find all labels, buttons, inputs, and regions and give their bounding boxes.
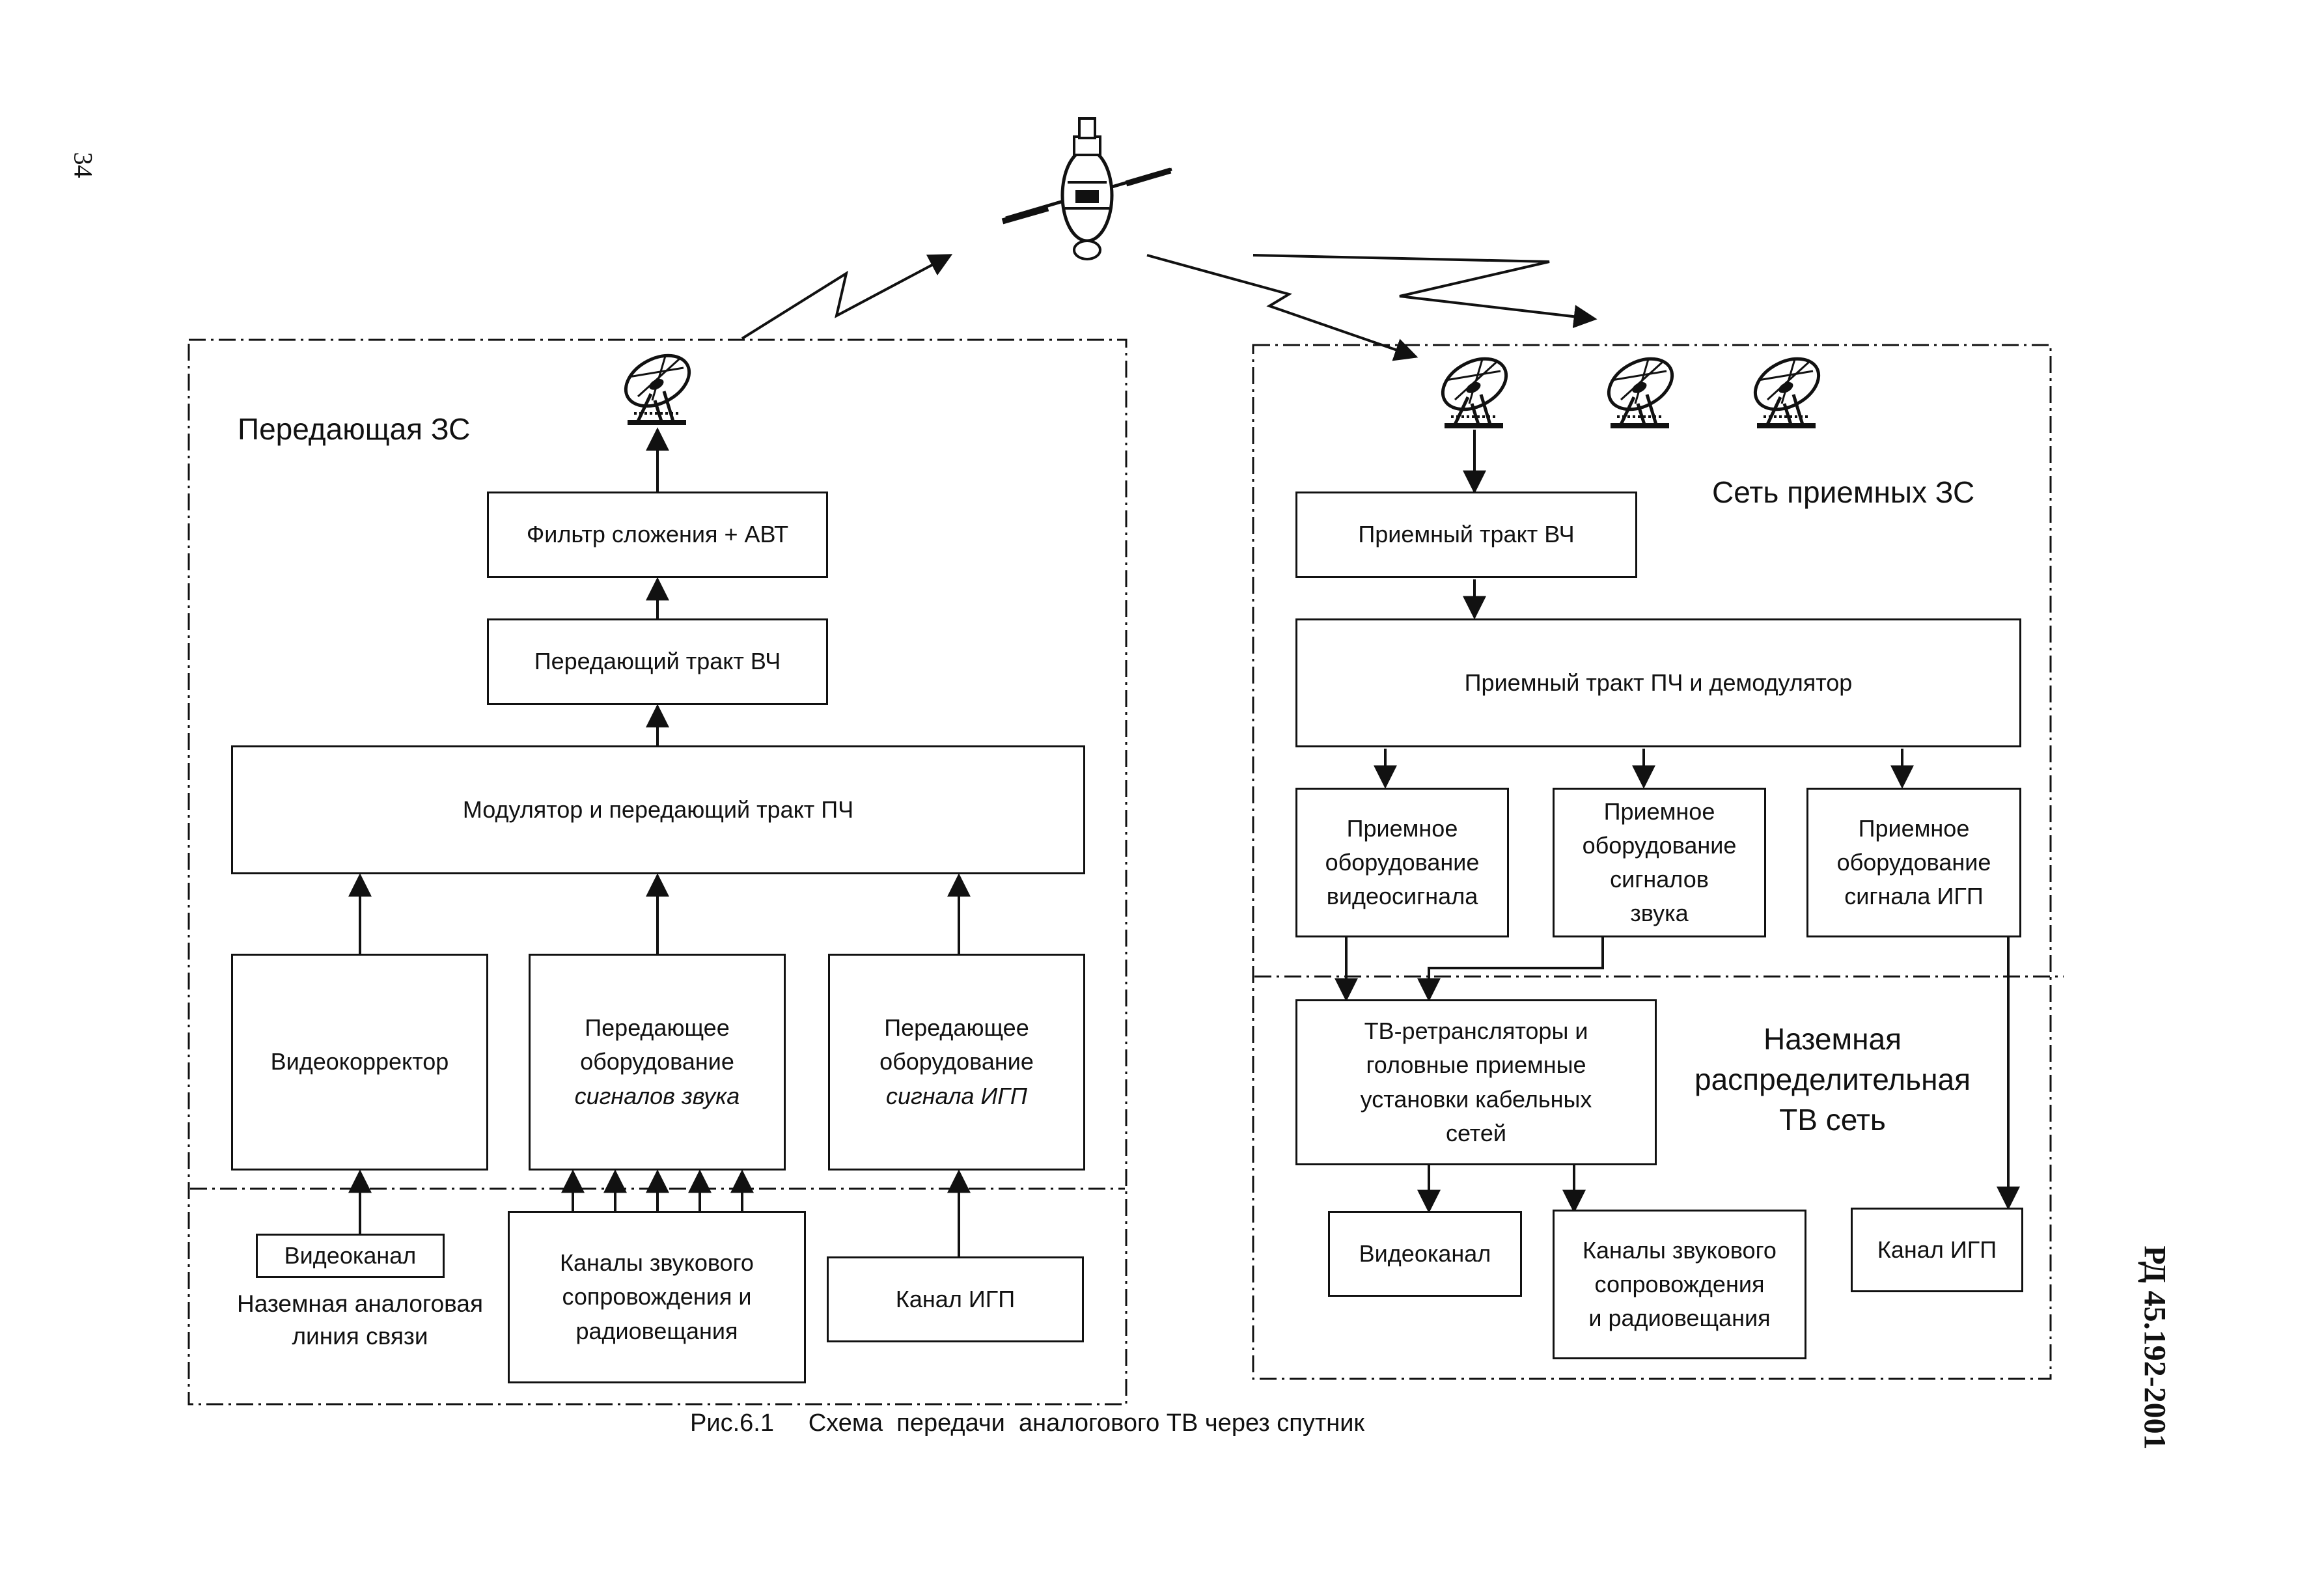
igp-equipment-line-2: оборудование [879, 1048, 1034, 1075]
transmit-video-channel-box: Видеоканал [256, 1234, 445, 1278]
downlink-arrow-2 [1252, 254, 1598, 329]
transmit-hf-path-box: Передающий тракт ВЧ [487, 618, 828, 705]
receive-hf-path-box: Приемный тракт ВЧ [1295, 492, 1637, 578]
uplink-arrow [741, 254, 953, 340]
transmit-station-title: Передающая ЗС [238, 412, 471, 446]
arrow-sound-to-retrans [1417, 937, 1604, 1002]
modulator-box: Модулятор и передающий тракт ПЧ [231, 745, 1085, 874]
video-corrector-box: Видеокорректор [231, 954, 488, 1171]
document-code: РД 45.192-2001 [2137, 1245, 2172, 1450]
summing-filter-box: Фильтр сложения + АВТ [487, 492, 828, 578]
downlink-arrow-1 [1146, 254, 1418, 361]
receive-sound-channels-box: Каналы звукового сопровождения и радиове… [1553, 1210, 1806, 1359]
ground-line-label: Наземная аналоговая линия связи [236, 1290, 484, 1350]
receive-network-title: Сеть приемных ЗС [1712, 475, 1975, 509]
receive-if-demod-box: Приемный тракт ПЧ и демодулятор [1295, 618, 2021, 747]
sound-equipment-line-2: оборудование [580, 1048, 734, 1075]
retransmitters-box: ТВ-ретрансляторы и головные приемные уст… [1295, 999, 1657, 1165]
transmit-sound-channels-box: Каналы звукового сопровождения и радиове… [508, 1211, 806, 1383]
receive-video-channel-box: Видеоканал [1328, 1211, 1522, 1297]
figure-caption: Рис.6.1 Схема передачи аналогового ТВ че… [690, 1409, 1365, 1437]
transmit-station-frame [187, 339, 1127, 1406]
video-receiver-box: Приемное оборудование видеосигнала [1295, 788, 1509, 937]
transmit-igp-channel-box: Канал ИГП [827, 1256, 1084, 1342]
sound-equipment-line-3: сигналов звука [574, 1082, 740, 1109]
igp-equipment-line-3: сигнала ИГП [886, 1082, 1027, 1109]
sound-transmit-equipment-box: Передающее оборудование сигналов звука [529, 954, 786, 1171]
receive-dish-icon-1 [1434, 349, 1515, 428]
page-number: 34 [68, 152, 98, 178]
sound-receiver-box: Приемное оборудование сигналов звука [1553, 788, 1766, 937]
ground-network-label: Наземная распределительная ТВ сеть [1695, 1022, 1971, 1137]
igp-receiver-box: Приемное оборудование сигнала ИГП [1806, 788, 2021, 937]
sound-equipment-line-1: Передающее [585, 1014, 730, 1042]
receive-dish-icon-2 [1600, 349, 1681, 428]
receive-network-frame [1252, 344, 2052, 1380]
receive-dish-icon-3 [1747, 349, 1827, 428]
igp-equipment-line-1: Передающее [884, 1014, 1029, 1042]
receive-igp-channel-box: Канал ИГП [1851, 1208, 2023, 1292]
igp-transmit-equipment-box: Передающее оборудование сигнала ИГП [828, 954, 1085, 1171]
satellite-icon [1001, 117, 1172, 260]
transmit-dish-icon [617, 346, 698, 425]
